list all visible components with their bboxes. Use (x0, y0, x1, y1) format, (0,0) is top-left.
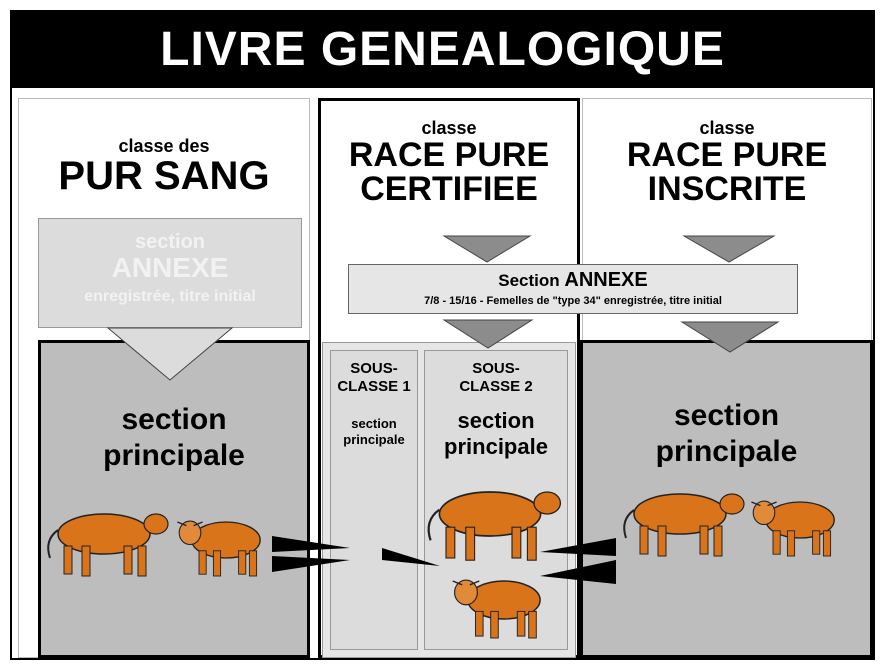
cow-left-1-icon (48, 514, 168, 576)
cow-left-2-icon (177, 521, 260, 576)
cow-center-2-icon (453, 580, 540, 638)
cow-right-2-icon (751, 501, 834, 556)
cow-center-bull-icon (429, 492, 561, 560)
cow-right-1-icon (624, 494, 744, 556)
